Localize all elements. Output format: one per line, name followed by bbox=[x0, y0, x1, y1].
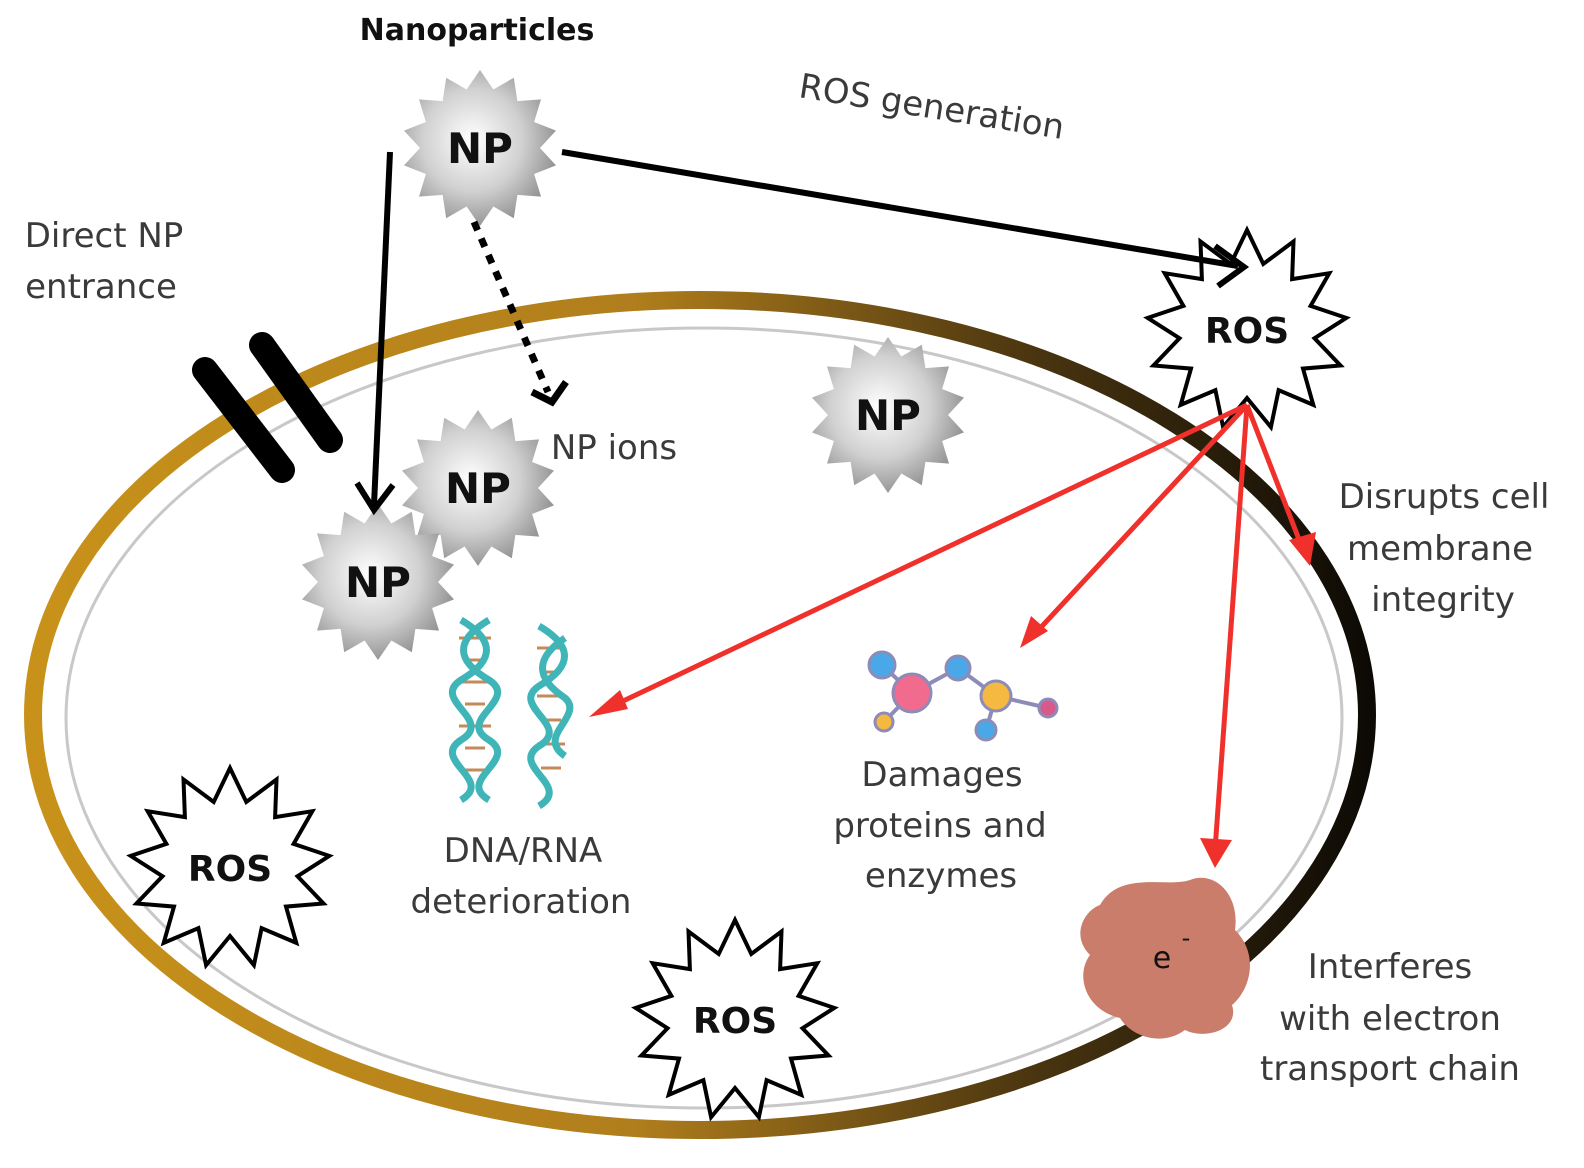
arrow-direct-entrance bbox=[354, 151, 396, 516]
dna-icon bbox=[448, 616, 574, 810]
electron-symbol: e bbox=[1153, 941, 1171, 976]
electron-transport-blob: e - bbox=[1080, 877, 1250, 1039]
label-dna-2: deterioration bbox=[411, 882, 632, 922]
np-inner-icon: NP bbox=[402, 410, 554, 566]
label-membrane-1: Disrupts cell bbox=[1339, 477, 1550, 517]
label-proteins-3: enzymes bbox=[865, 856, 1017, 896]
label-etc-1: Interferes bbox=[1308, 947, 1473, 987]
label-proteins-2: proteins and bbox=[833, 806, 1046, 846]
ros-left-icon: ROS bbox=[126, 763, 334, 970]
arrow-to-electron-chain bbox=[1200, 404, 1250, 868]
arrow-ros-generation bbox=[561, 149, 1250, 289]
ros-bottom-icon: ROS bbox=[631, 915, 839, 1122]
np-top-label: NP bbox=[447, 124, 513, 173]
arrow-to-membrane bbox=[1244, 404, 1316, 566]
label-etc-2: with electron bbox=[1279, 999, 1501, 1039]
arrow-to-proteins bbox=[1020, 403, 1249, 648]
arrow-np-ions bbox=[470, 220, 569, 407]
arrow-to-dna bbox=[589, 402, 1249, 717]
membrane-channel bbox=[192, 332, 343, 483]
label-membrane-2: membrane bbox=[1347, 529, 1533, 569]
np-inner-label: NP bbox=[445, 464, 511, 513]
ros-bottom-label: ROS bbox=[693, 1001, 777, 1042]
label-direct-np-1: Direct NP bbox=[25, 216, 184, 256]
label-membrane-3: integrity bbox=[1371, 580, 1515, 620]
cell-membrane-outer bbox=[24, 291, 1376, 1139]
np-entered-icon: NP bbox=[302, 504, 454, 660]
np-center-label: NP bbox=[855, 391, 921, 440]
ros-main-label: ROS bbox=[1205, 311, 1289, 352]
np-center-icon: NP bbox=[812, 337, 964, 493]
label-direct-np-2: entrance bbox=[25, 267, 177, 307]
np-top-icon: NP bbox=[404, 70, 556, 226]
label-dna-1: DNA/RNA bbox=[444, 831, 603, 871]
np-entered-label: NP bbox=[345, 558, 411, 607]
diagram-title: Nanoparticles bbox=[360, 13, 595, 48]
electron-charge: - bbox=[1182, 924, 1191, 952]
label-etc-3: transport chain bbox=[1260, 1049, 1520, 1089]
label-np-ions: NP ions bbox=[551, 428, 677, 468]
label-proteins-1: Damages bbox=[861, 755, 1022, 795]
label-ros-generation: ROS generation bbox=[796, 66, 1067, 147]
ros-main-icon: ROS bbox=[1143, 225, 1351, 432]
cell-membrane-inner bbox=[64, 326, 1344, 1110]
ros-left-label: ROS bbox=[188, 849, 272, 890]
protein-molecule-icon bbox=[867, 650, 1059, 742]
